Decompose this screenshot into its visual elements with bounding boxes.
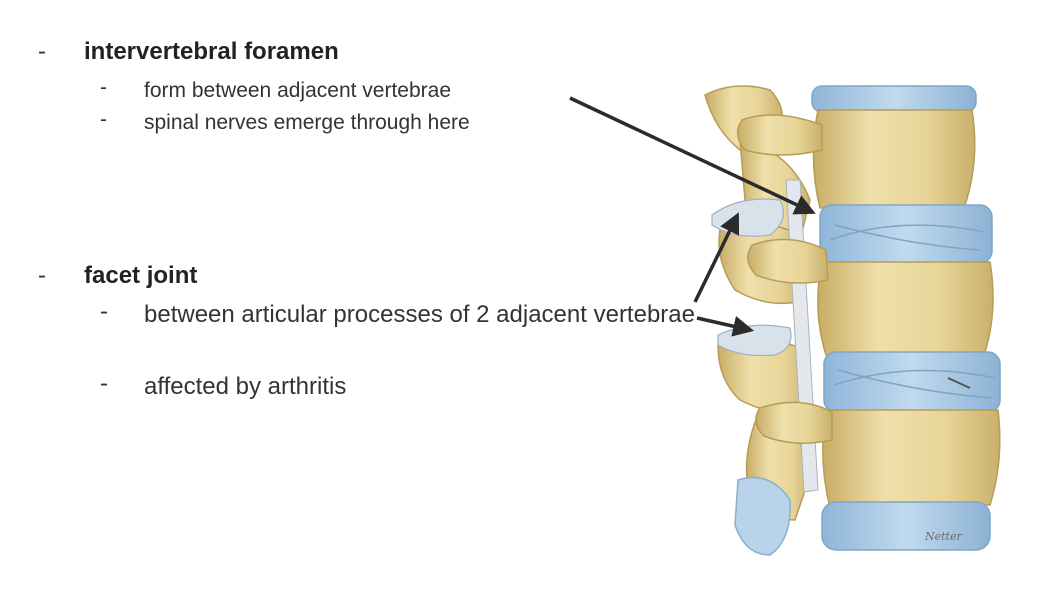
arrow-to-lower-facet-joint xyxy=(697,318,750,330)
artist-signature: Netter xyxy=(924,530,962,543)
posterior-elements xyxy=(705,86,818,555)
